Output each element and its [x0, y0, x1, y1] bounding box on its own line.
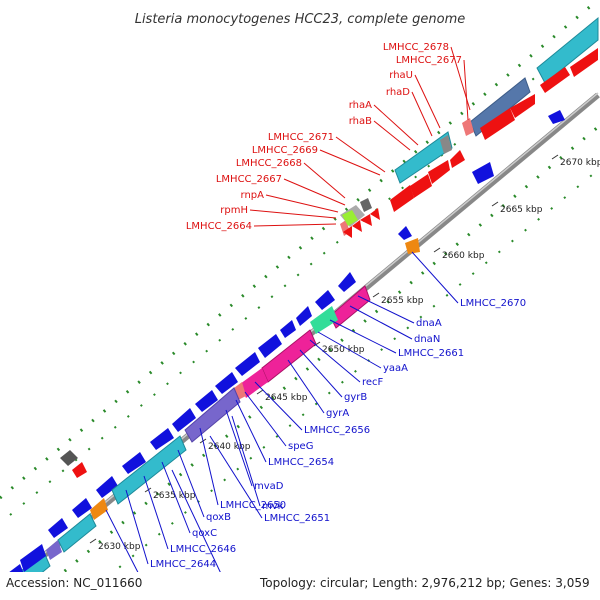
gene-label: LMHCC_2650 — [220, 500, 286, 511]
gene-label: LMHCC_2668 — [236, 158, 302, 169]
gene-label: LMHCC_2677 — [396, 55, 462, 66]
gene-label: rhaU — [389, 70, 413, 81]
map-title: Listeria monocytogenes HCC23, complete g… — [135, 12, 466, 27]
gene-label: gyrA — [326, 408, 349, 419]
tick-label: 2645 kbp — [265, 393, 308, 403]
gene-label: LMHCC_2667 — [216, 174, 282, 185]
gene-label: LMHCC_2671 — [268, 132, 334, 143]
reverse-features — [4, 110, 565, 595]
gene-label: LMHCC_2651 — [264, 513, 330, 524]
gene-label: LMHCC_2644 — [150, 559, 216, 570]
tick-label: 2655 kbp — [381, 296, 424, 306]
lower-gene-labels: LMHCC_2670 dnaA dnaN LMHCC_2661 yaaA recF gyrB… — [105, 251, 526, 598]
gene-label: LMHCC_2661 — [398, 348, 464, 359]
gene-label: yaaA — [383, 363, 408, 374]
accession-text: Accession: NC_011660 — [6, 576, 142, 590]
gene-label: rpmH — [220, 205, 248, 216]
gene-label: LMHCC_2664 — [186, 221, 252, 232]
gene-label: rhaB — [349, 116, 372, 127]
gene-label: LMHCC_2669 — [252, 145, 318, 156]
forward-features — [60, 16, 599, 478]
tick-label: 2650 kbp — [322, 345, 365, 355]
gene-label: LMHCC_2678 — [383, 42, 449, 53]
tick-label: 2670 kbp — [560, 158, 600, 168]
gene-label: mvk — [262, 501, 284, 512]
gene-label: qoxC — [192, 528, 217, 539]
tick-label: 2630 kbp — [98, 542, 141, 552]
gene-label: recF — [362, 377, 384, 388]
gene-label: LMHCC_2670 — [460, 298, 526, 309]
gene-label: LMHCC_2656 — [304, 425, 370, 436]
tick-label: 2665 kbp — [500, 205, 543, 215]
gene-label: LMHCC_2646 — [170, 544, 236, 555]
tick-label: 2635 kbp — [153, 491, 196, 501]
tick-label: 2660 kbp — [442, 251, 485, 261]
gene-label: rhaD — [386, 87, 410, 98]
gene-label: qoxB — [206, 512, 231, 523]
gene-label: rnpA — [241, 190, 265, 201]
gene-label: speG — [288, 441, 313, 452]
gene-label: mvaD — [254, 481, 284, 492]
tick-label: 2640 kbp — [208, 442, 251, 452]
gene-label: gyrB — [344, 392, 367, 403]
gene-label: rhaA — [349, 100, 372, 111]
topology-text: Topology: circular; Length: 2,976,212 bp… — [259, 576, 590, 590]
gene-label: LMHCC_2654 — [268, 457, 334, 468]
gene-label: dnaA — [416, 318, 442, 329]
tick-labels: 2630 kbp 2635 kbp 2640 kbp 2645 kbp 2650 kbp… — [89, 154, 600, 552]
gene-label: dnaN — [414, 334, 440, 345]
